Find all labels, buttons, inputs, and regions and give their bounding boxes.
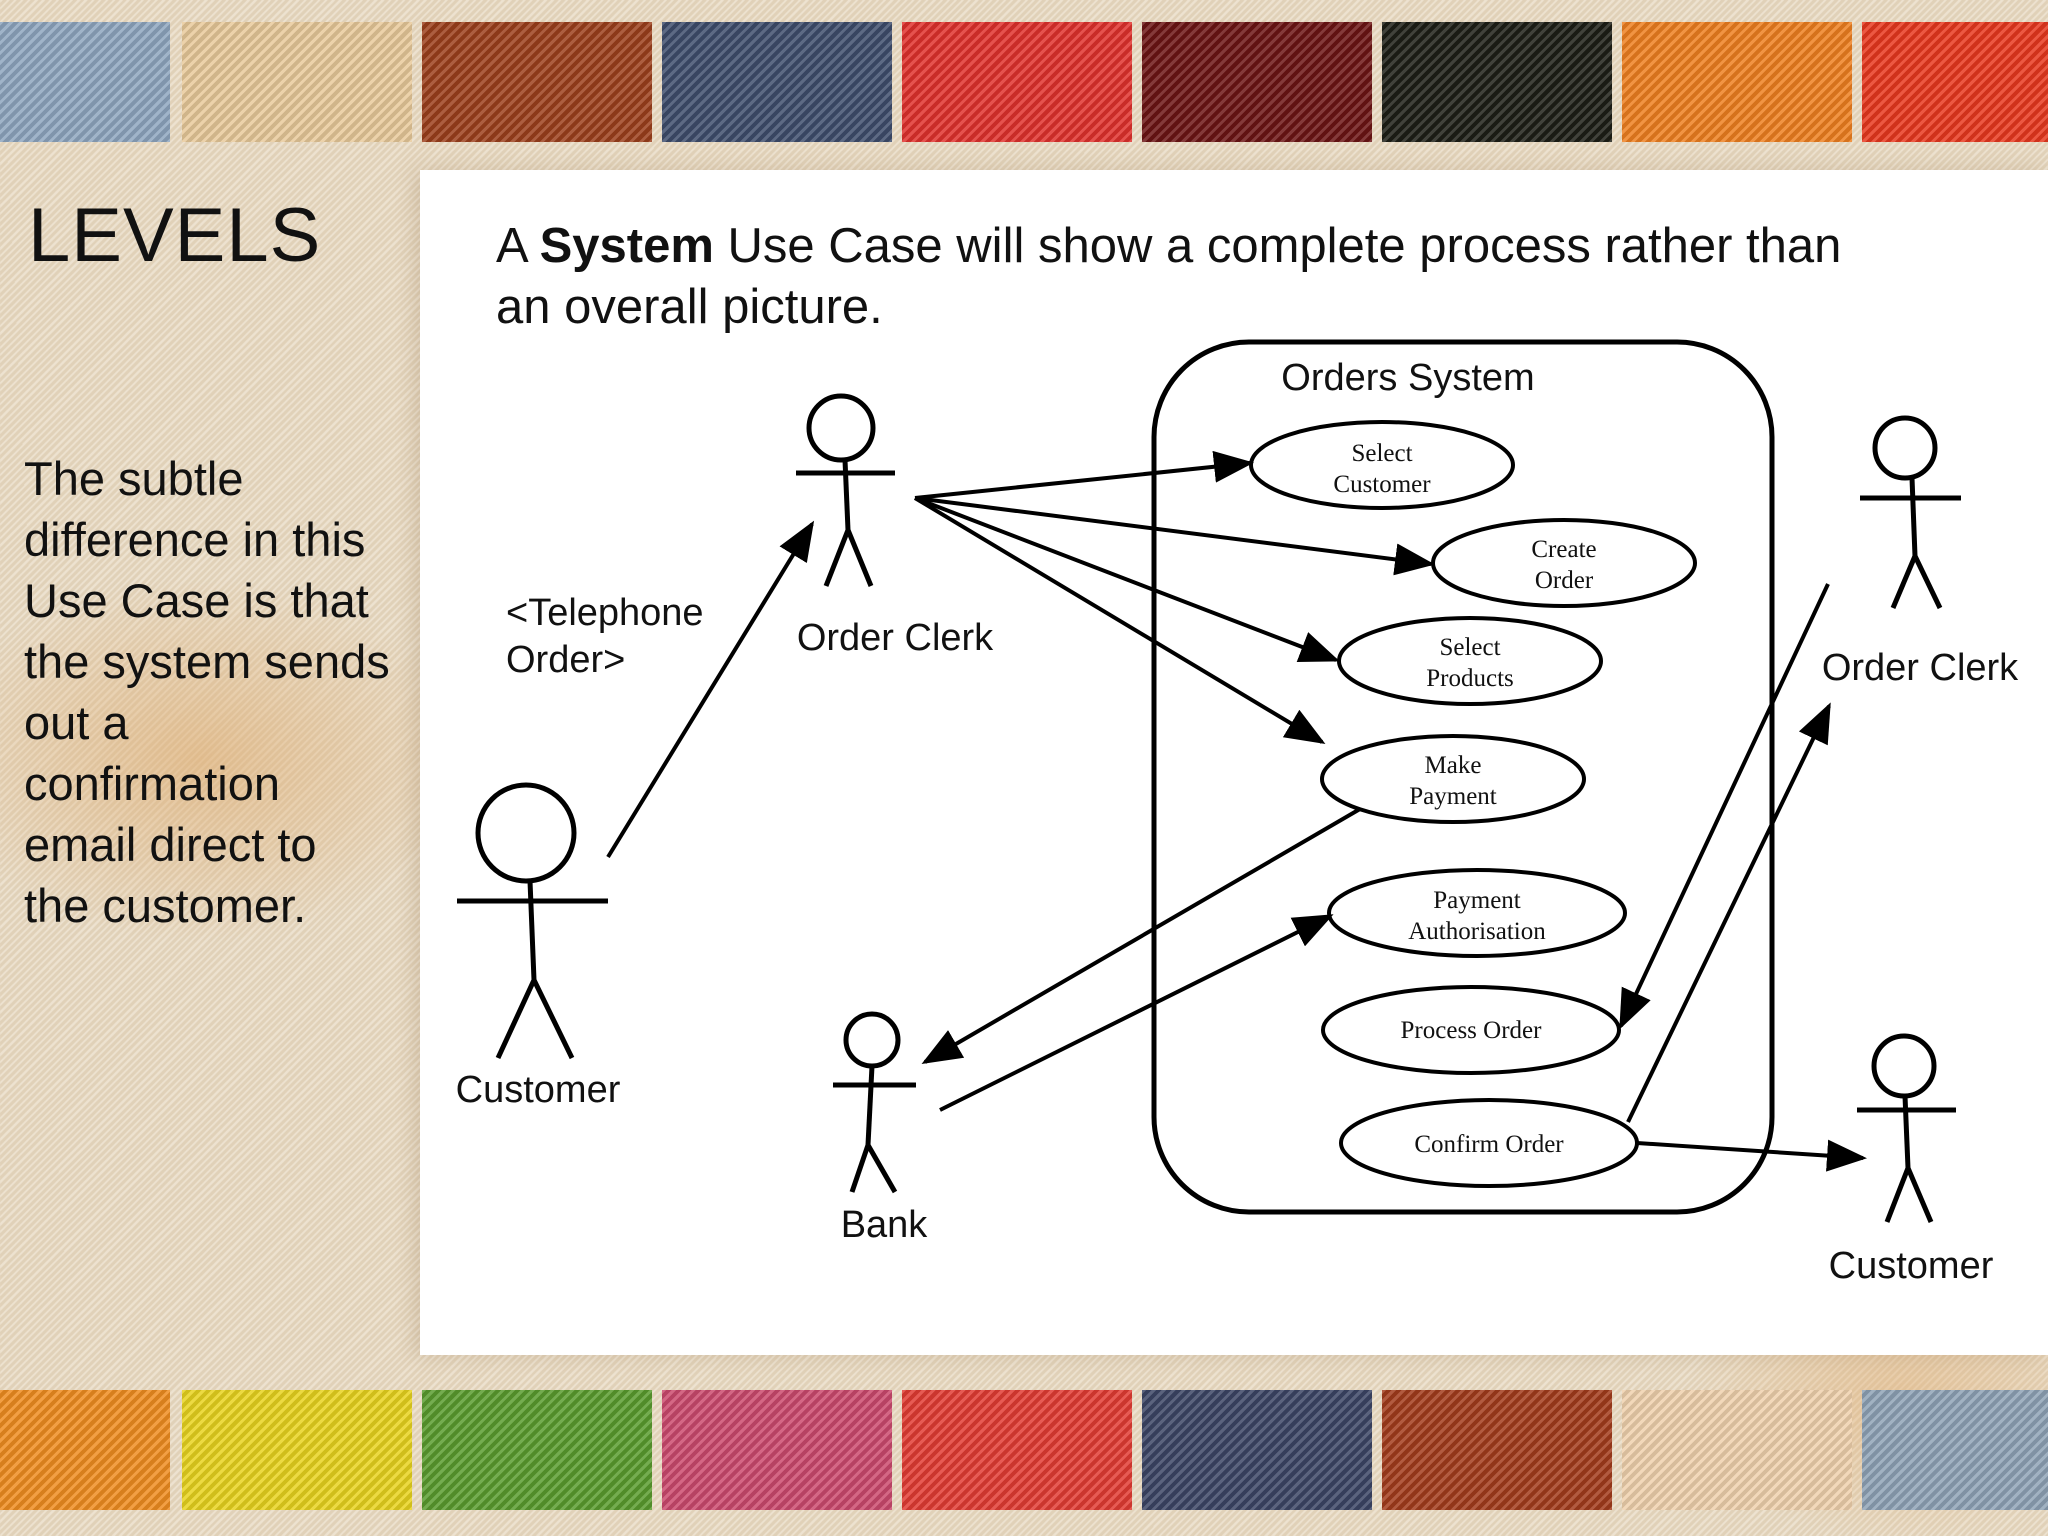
swatch <box>182 1390 412 1510</box>
swatch <box>422 1390 652 1510</box>
intro-text: A System Use Case will show a complete p… <box>496 216 1876 338</box>
intro-bold: System <box>539 219 714 273</box>
actor-label-order-clerk-right: Order Clerk <box>1822 647 2019 689</box>
actor-customer-left <box>457 782 608 1060</box>
content-panel <box>420 170 2048 1355</box>
swatch <box>1622 1390 1852 1510</box>
swatch <box>1862 22 2048 142</box>
intro-prefix: A <box>496 219 540 273</box>
use-case-label: Create <box>1531 536 1596 563</box>
top-color-swatches <box>0 22 2048 142</box>
use-case-label: Process Order <box>1401 1017 1543 1044</box>
association-clerk-select-products <box>914 496 1340 663</box>
side-note: The subtle difference in this Use Case i… <box>24 452 390 932</box>
association-confirm-to-clerk-right <box>1626 702 1831 1123</box>
swatch <box>1382 1390 1612 1510</box>
swatch <box>1142 1390 1372 1510</box>
boundary-label: Orders System <box>1281 357 1534 399</box>
swatch <box>0 22 170 142</box>
actor-label-order-clerk: Order Clerk <box>797 617 994 659</box>
association-clerk-make-payment <box>913 496 1326 745</box>
swatch <box>422 22 652 142</box>
use-case-label: Customer <box>1333 471 1431 498</box>
actor-customer-right <box>1857 1033 1956 1223</box>
telephone-order-note: Order> <box>506 639 625 681</box>
association-payment-to-bank <box>921 807 1362 1065</box>
use-case-make-payment: Make Payment <box>1320 734 1586 824</box>
telephone-order-note: <Telephone <box>506 592 704 634</box>
swatch <box>182 22 412 142</box>
swatch <box>1622 22 1852 142</box>
actor-order-clerk-right <box>1860 415 1961 610</box>
actor-bank <box>833 1011 916 1194</box>
swatch <box>1382 22 1612 142</box>
swatch <box>662 1390 892 1510</box>
use-case-select-products: Select Products <box>1337 616 1603 706</box>
swatch <box>1142 22 1372 142</box>
use-case-label: Make <box>1425 752 1482 779</box>
use-case-label: Confirm Order <box>1414 1131 1564 1158</box>
use-case-confirm-order: Confirm Order <box>1339 1098 1639 1188</box>
use-case-select-customer: Select Customer <box>1249 420 1515 510</box>
association-confirm-to-customer <box>1636 1139 1867 1172</box>
actor-label-customer: Customer <box>456 1069 621 1111</box>
use-case-create-order: Create Order <box>1431 518 1697 608</box>
use-case-label: Products <box>1426 665 1514 692</box>
swatch <box>1862 1390 2048 1510</box>
use-case-label: Select <box>1351 440 1412 467</box>
actor-order-clerk <box>796 393 895 587</box>
association-customer-to-clerk <box>606 520 815 859</box>
use-case-label: Select <box>1439 634 1500 661</box>
swatch <box>902 1390 1132 1510</box>
actor-label-bank: Bank <box>841 1204 929 1246</box>
intro-suffix: Use Case will show a complete process ra… <box>496 219 1842 334</box>
use-case-label: Order <box>1535 567 1594 594</box>
actor-label-customer-right: Customer <box>1829 1245 1994 1287</box>
association-clerk-select-customer <box>914 450 1254 500</box>
swatch <box>662 22 892 142</box>
system-boundary <box>1151 339 1775 1215</box>
use-case-label: Payment <box>1409 783 1497 810</box>
use-case-label: Authorisation <box>1408 918 1546 945</box>
association-clerk-create-order <box>914 496 1435 576</box>
swatch <box>0 1390 170 1510</box>
use-case-label: Payment <box>1433 887 1521 914</box>
use-case-payment-authorisation: Payment Authorisation <box>1327 868 1627 958</box>
association-bank-to-authorisation <box>939 914 1334 1112</box>
slide-title: LEVELS <box>28 193 322 278</box>
use-case-process-order: Process Order <box>1321 985 1621 1075</box>
swatch <box>902 22 1132 142</box>
bottom-color-swatches <box>0 1390 2048 1510</box>
association-clerk-right-to-process-order <box>1619 583 1830 1030</box>
